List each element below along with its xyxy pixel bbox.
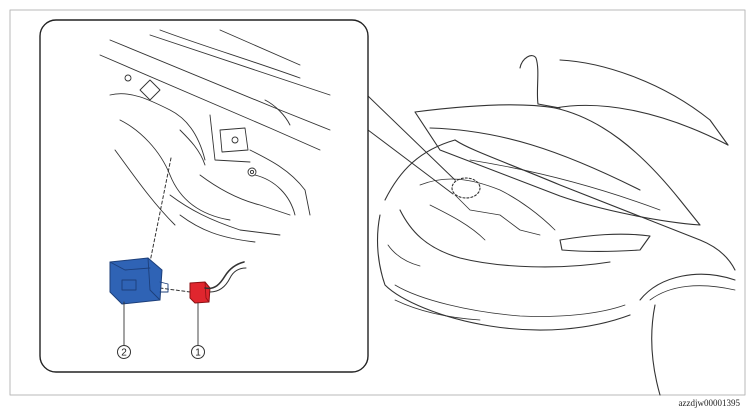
car-illustration [376,55,736,396]
engine-bay-detail [99,29,331,243]
callout-1-number: 1 [195,348,201,359]
callout-1: 1 [191,345,205,359]
install-line-connector [159,287,191,293]
figure-frame [9,9,746,396]
callout-2-number: 2 [121,348,127,359]
part-connector [189,261,247,304]
leader-line-bottom [367,129,454,195]
sensor-location-marker [451,177,481,199]
callout-2: 2 [117,345,131,359]
leader-line-top [367,95,456,181]
detail-inset-frame [39,19,369,373]
install-line-sensor [149,157,172,263]
figure-code: azzdjw00001395 [678,398,740,408]
part-sensor [109,257,169,305]
